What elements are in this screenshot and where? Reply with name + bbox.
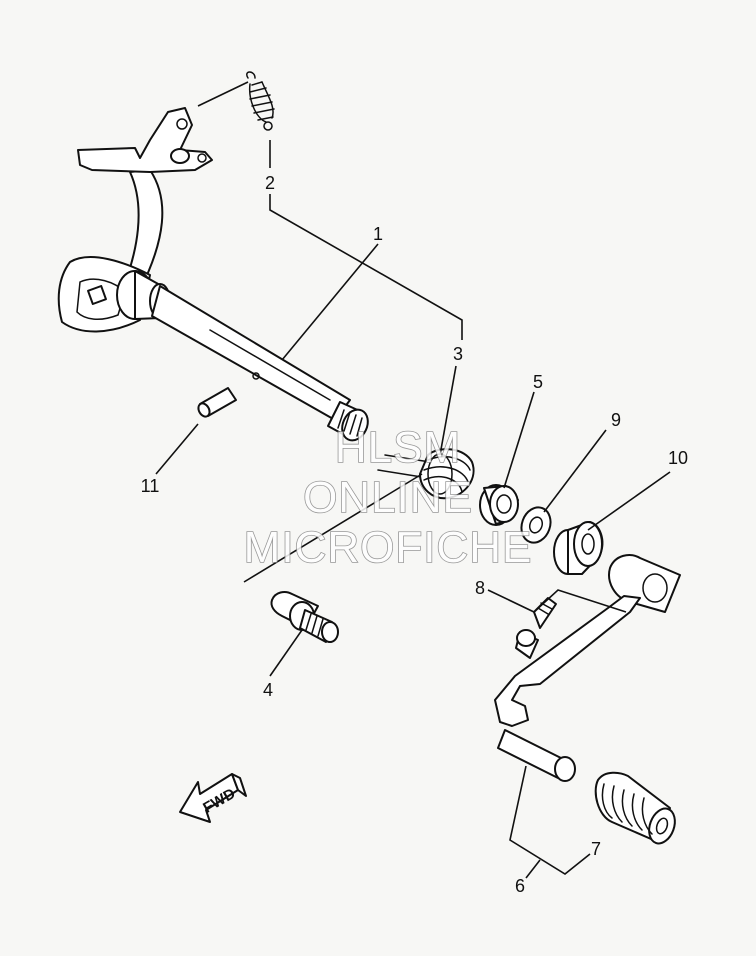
callout-11: 11 (141, 476, 160, 496)
seal (553, 521, 604, 575)
torsion-spring (377, 448, 475, 500)
callout-10: 10 (668, 448, 688, 468)
pedal-rubber (594, 771, 676, 845)
tension-spring (246, 71, 275, 131)
callout-6: 6 (515, 876, 525, 896)
callout-9: 9 (611, 410, 621, 430)
callout-8: 8 (475, 578, 485, 598)
shift-pedal (494, 554, 681, 782)
callout-4: 4 (263, 680, 273, 700)
callout-5: 5 (533, 372, 543, 392)
callout-7: 7 (591, 839, 601, 859)
oil-seal (479, 484, 519, 526)
callout-3: 3 (453, 344, 463, 364)
watermark-line-3: MICROFICHE (244, 523, 533, 572)
pedal-bolt (515, 597, 557, 659)
dowel-pin (197, 387, 237, 418)
watermark: HLSM ONLINE MICROFICHE (243, 422, 533, 573)
washer (520, 506, 552, 544)
watermark-line-2: ONLINE (303, 473, 473, 522)
callout-numbers: 1 2 3 4 5 6 7 8 9 10 11 (141, 173, 688, 896)
forward-arrow-icon: FWD (179, 773, 247, 823)
callout-1: 1 (373, 224, 383, 244)
callout-2: 2 (265, 173, 275, 193)
shift-shaft-assembly (57, 107, 369, 442)
watermark-line-1: HLSM (335, 423, 461, 472)
leader-lines (155, 81, 671, 879)
stopper-bolt (270, 591, 339, 643)
